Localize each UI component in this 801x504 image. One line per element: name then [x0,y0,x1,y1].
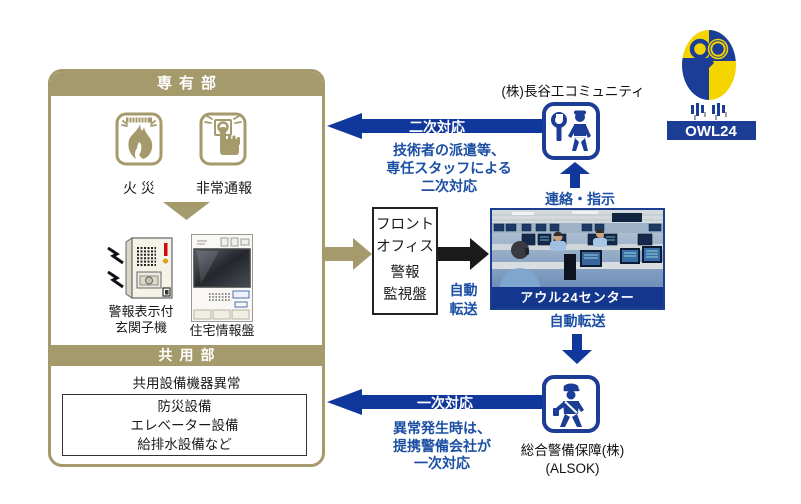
gold-down-triangle [163,202,210,220]
common-equipment-title: 共用設備機器異常 [132,376,241,391]
down-arrow [562,334,592,364]
up-arrow [560,162,590,188]
front-office-board-box: フロント オフィス 警報 監視盤 [372,207,438,315]
contact-instruction-label: 連絡・指示 [545,191,615,207]
fire-label: 火 災 [123,180,155,196]
owl24-logo-text: OWL24 [685,123,737,140]
primary-response-desc: 異常発生時は、 提携警備会社が 一次対応 [393,420,491,471]
secondary-response-label: 二次対応 [409,119,465,135]
private-area-header: 専有部 [51,72,322,96]
emergency-label: 非常通報 [196,180,252,196]
equipment-line: エレベーター設備 [130,418,239,433]
black-right-arrow [438,238,489,270]
common-area-header: 共用部 [51,345,322,366]
owl24-center-caption: アウル24センター [492,287,663,308]
secondary-response-desc: 技術者の派遣等、 専任スタッフによる 二次対応 [386,142,512,194]
monitoring-room-scene [492,210,663,287]
gold-right-arrow [325,238,372,270]
alsok-title: 総合警備保障(株) (ALSOK) [520,443,625,476]
info-panel-label: 住宅情報盤 [189,323,255,338]
fire-icon [115,112,163,166]
common-equipment-box: 防災設備 エレベーター設備 給排水設備など [62,394,307,456]
primary-response-arrow [327,389,543,415]
private-common-area-box: 専有部 [48,69,325,467]
auto-forward-out-label: 自動転送 [549,313,606,329]
owl24-center-photo: アウル24センター [490,208,665,310]
emergency-button-icon [199,112,247,166]
security-guard-icon [542,375,600,433]
equipment-line: 防災設備 [157,399,212,414]
door-station-label: 警報表示付 玄関子機 [108,304,174,335]
auto-forward-in-label: 自動 転送 [449,282,478,317]
equipment-line: 給排水設備など [137,437,232,452]
primary-response-label: 一次対応 [417,395,473,411]
haseko-title: (株)長谷工コミュニティ [501,84,645,99]
owl24-logo: OWL24 [667,30,756,140]
technician-icon [542,102,600,160]
door-station-image [107,237,173,299]
info-panel-image [191,234,253,322]
secondary-response-arrow [327,113,543,139]
